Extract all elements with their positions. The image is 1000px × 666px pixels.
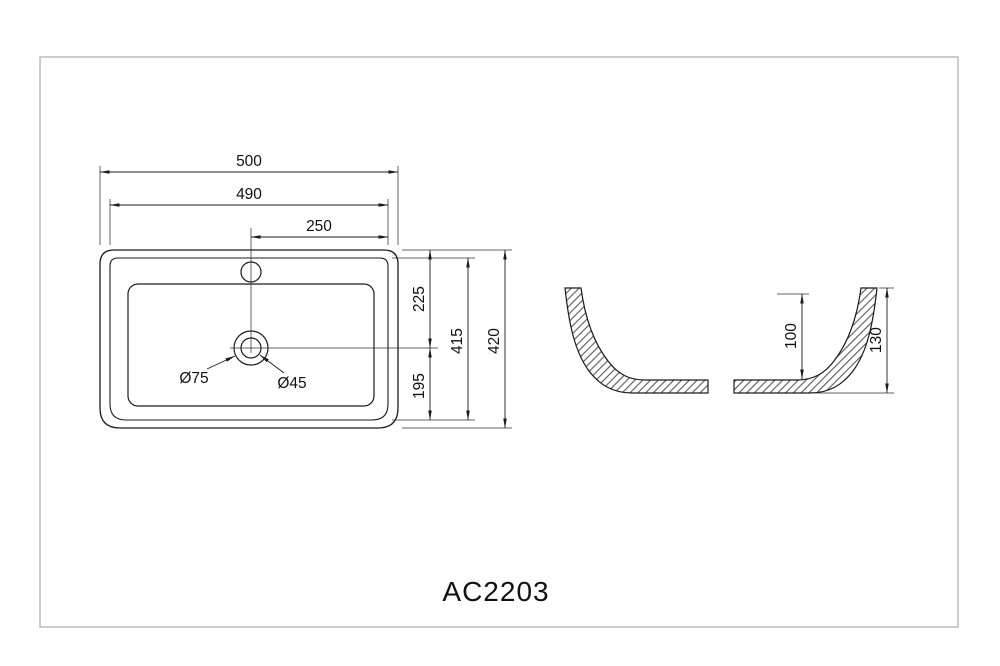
dim-label-420: 420	[486, 328, 503, 354]
dim-inner-depth: 100	[783, 293, 804, 380]
model-number: AC2203	[442, 576, 549, 607]
section-left-wall	[564, 287, 709, 394]
section-right-wall	[733, 287, 878, 394]
dim-section-height: 130	[868, 287, 889, 394]
dim-top-to-drain: 225	[411, 249, 432, 349]
dim-label-100: 100	[783, 323, 800, 349]
dim-label-250: 250	[306, 218, 332, 235]
side-view: 100 130	[564, 287, 894, 394]
drawing-border	[39, 56, 959, 628]
top-view	[99, 228, 438, 429]
dim-label-drain-inner: Ø45	[277, 375, 306, 392]
dim-label-195: 195	[411, 373, 428, 399]
leader-line-75	[206, 355, 236, 370]
dim-label-500: 500	[236, 153, 262, 170]
top-view-dimensions: 500 490 250 225 195 415 420 Ø75	[99, 153, 507, 429]
leader-drain-outer: Ø75	[179, 355, 236, 387]
dim-height-overall: 420	[486, 249, 507, 429]
dim-width-overall: 500	[99, 153, 399, 174]
sink-outer-edge	[99, 249, 399, 429]
dim-label-490: 490	[236, 186, 262, 203]
dim-label-drain-outer: Ø75	[179, 370, 208, 387]
leader-drain-inner: Ø45	[259, 354, 307, 392]
dim-label-130: 130	[868, 327, 885, 353]
leader-line-45	[259, 354, 285, 374]
dim-inner-height: 415	[449, 257, 470, 421]
dim-label-225: 225	[411, 286, 428, 312]
dim-drain-to-bottom: 195	[411, 347, 432, 421]
dim-label-415: 415	[449, 328, 466, 354]
dim-width-inner: 490	[109, 186, 389, 207]
dim-center-to-right: 250	[250, 218, 389, 239]
sink-rim-inner-edge	[109, 257, 389, 421]
